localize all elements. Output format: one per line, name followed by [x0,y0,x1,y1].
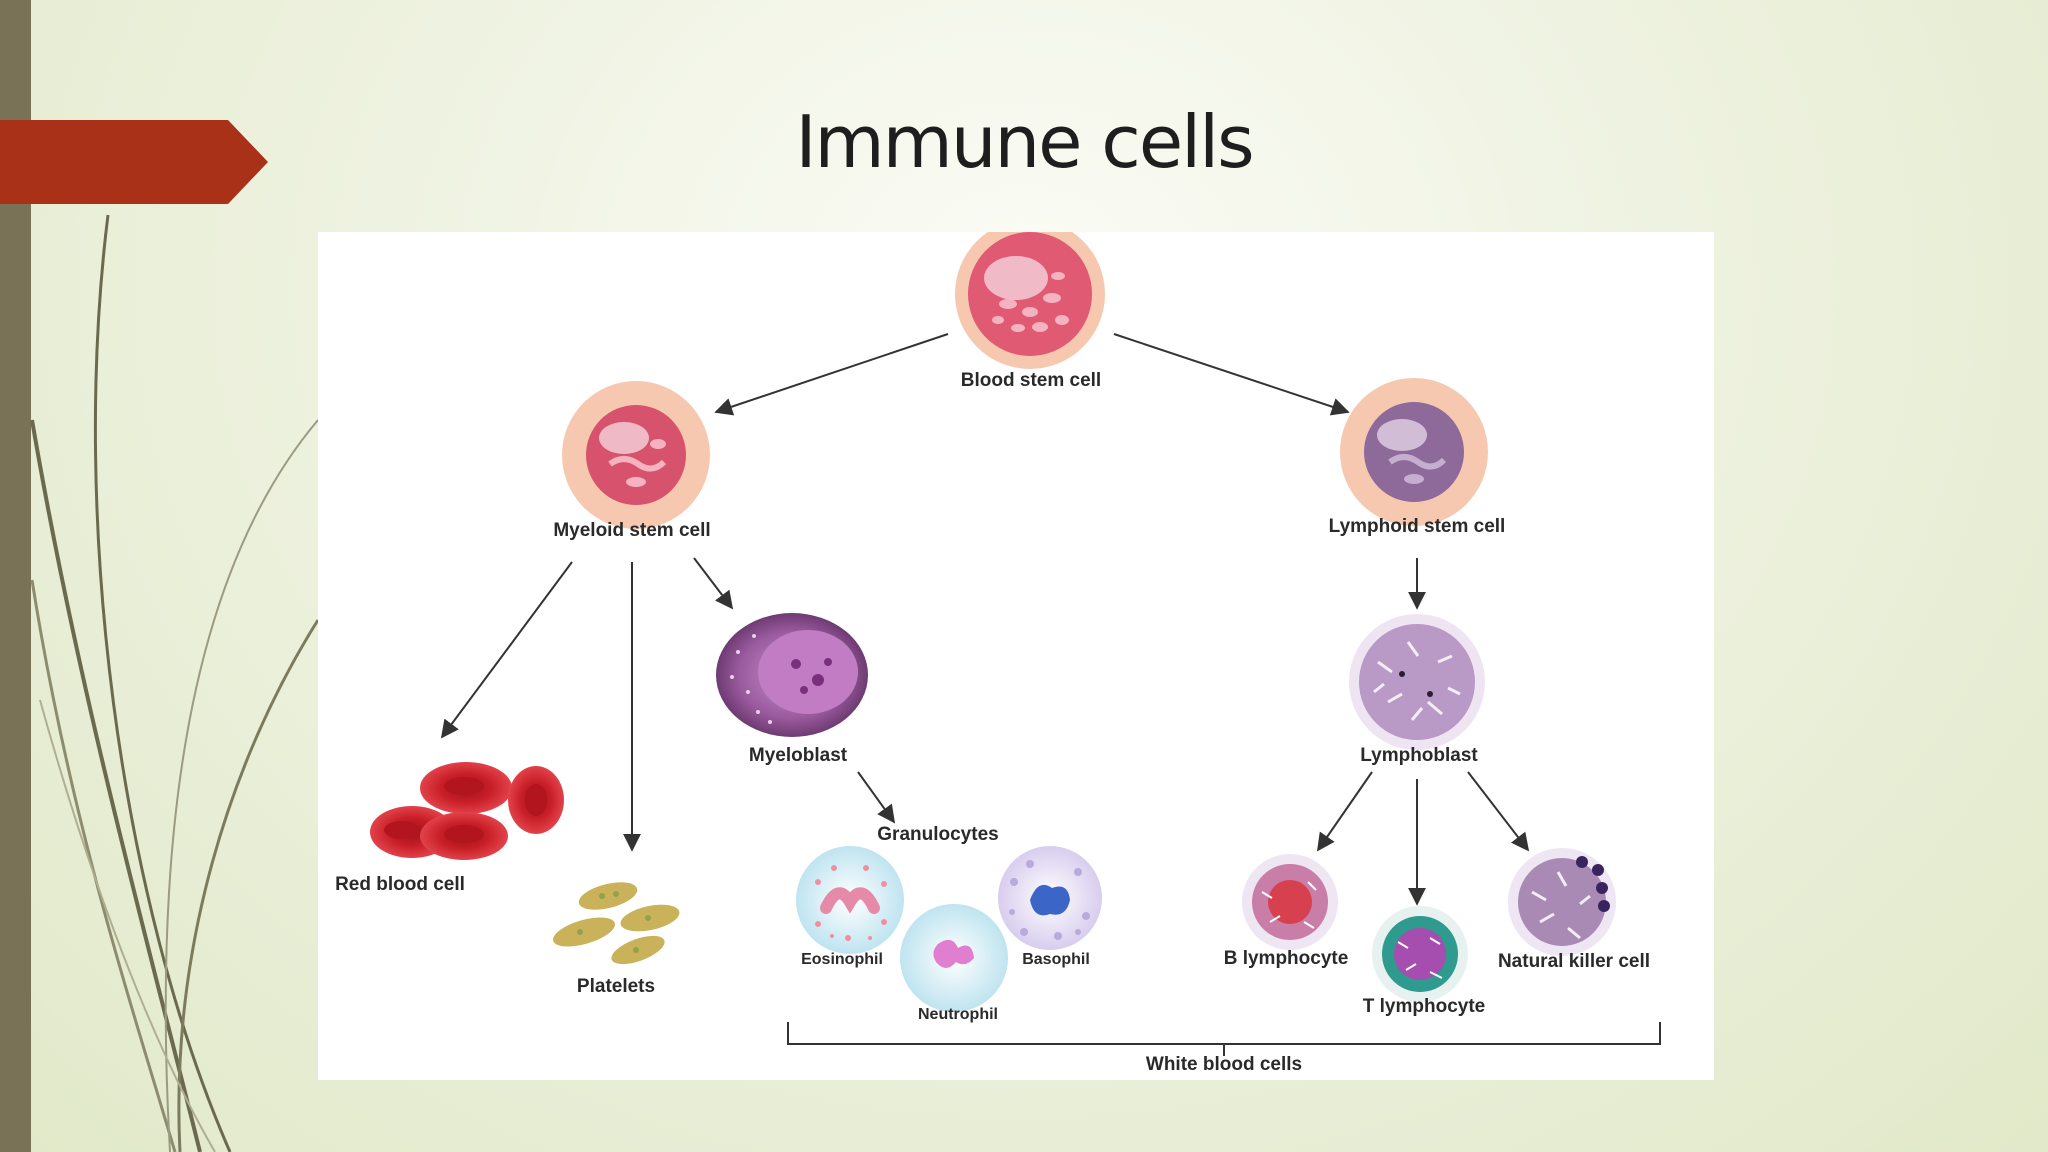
neutrophil-illustration [900,904,1008,1012]
label-t-lymphocyte: T lymphocyte [1362,996,1486,1017]
label-basophil: Basophil [1022,951,1090,968]
label-blood-stem-cell: Blood stem cell [960,370,1102,391]
label-myeloblast: Myeloblast [748,745,848,766]
t-lymphocyte-illustration [1372,906,1468,1002]
title-accent-tab [0,120,268,204]
label-natural-killer-cell: Natural killer cell [1497,951,1651,972]
label-lymphoblast: Lymphoblast [1360,745,1478,766]
natural-killer-cell-illustration [1508,848,1616,956]
white-blood-cells-bracket [787,1022,1661,1056]
label-lymphoid-stem-cell: Lymphoid stem cell [1328,516,1506,537]
lymphoblast-illustration [1349,614,1485,750]
label-neutrophil: Neutrophil [918,1006,998,1023]
label-white-blood-cells: White blood cells [1145,1054,1303,1075]
platelets-illustration [553,882,680,965]
b-lymphocyte-illustration [1242,854,1338,950]
blood-stem-cell-illustration [955,232,1105,369]
label-b-lymphocyte: B lymphocyte [1223,948,1349,969]
lymphoid-stem-cell-illustration [1340,378,1488,526]
decorative-swooshes [30,214,320,1152]
label-eosinophil: Eosinophil [801,951,883,968]
label-granulocytes: Granulocytes [877,824,999,845]
label-platelets: Platelets [576,976,656,997]
eosinophil-illustration [796,846,904,954]
connector-arrows [440,333,1530,906]
label-myeloid-stem-cell: Myeloid stem cell [553,520,711,541]
immune-cells-diagram: Blood stem cell Myeloid stem cell Lympho… [318,232,1714,1080]
label-red-blood-cell: Red blood cell [335,874,465,895]
slide-title: Immune cells [795,100,1254,184]
myeloblast-illustration [716,613,868,737]
red-blood-cells-illustration [370,762,564,860]
myeloid-stem-cell-illustration [562,381,710,529]
basophil-illustration [998,846,1102,950]
